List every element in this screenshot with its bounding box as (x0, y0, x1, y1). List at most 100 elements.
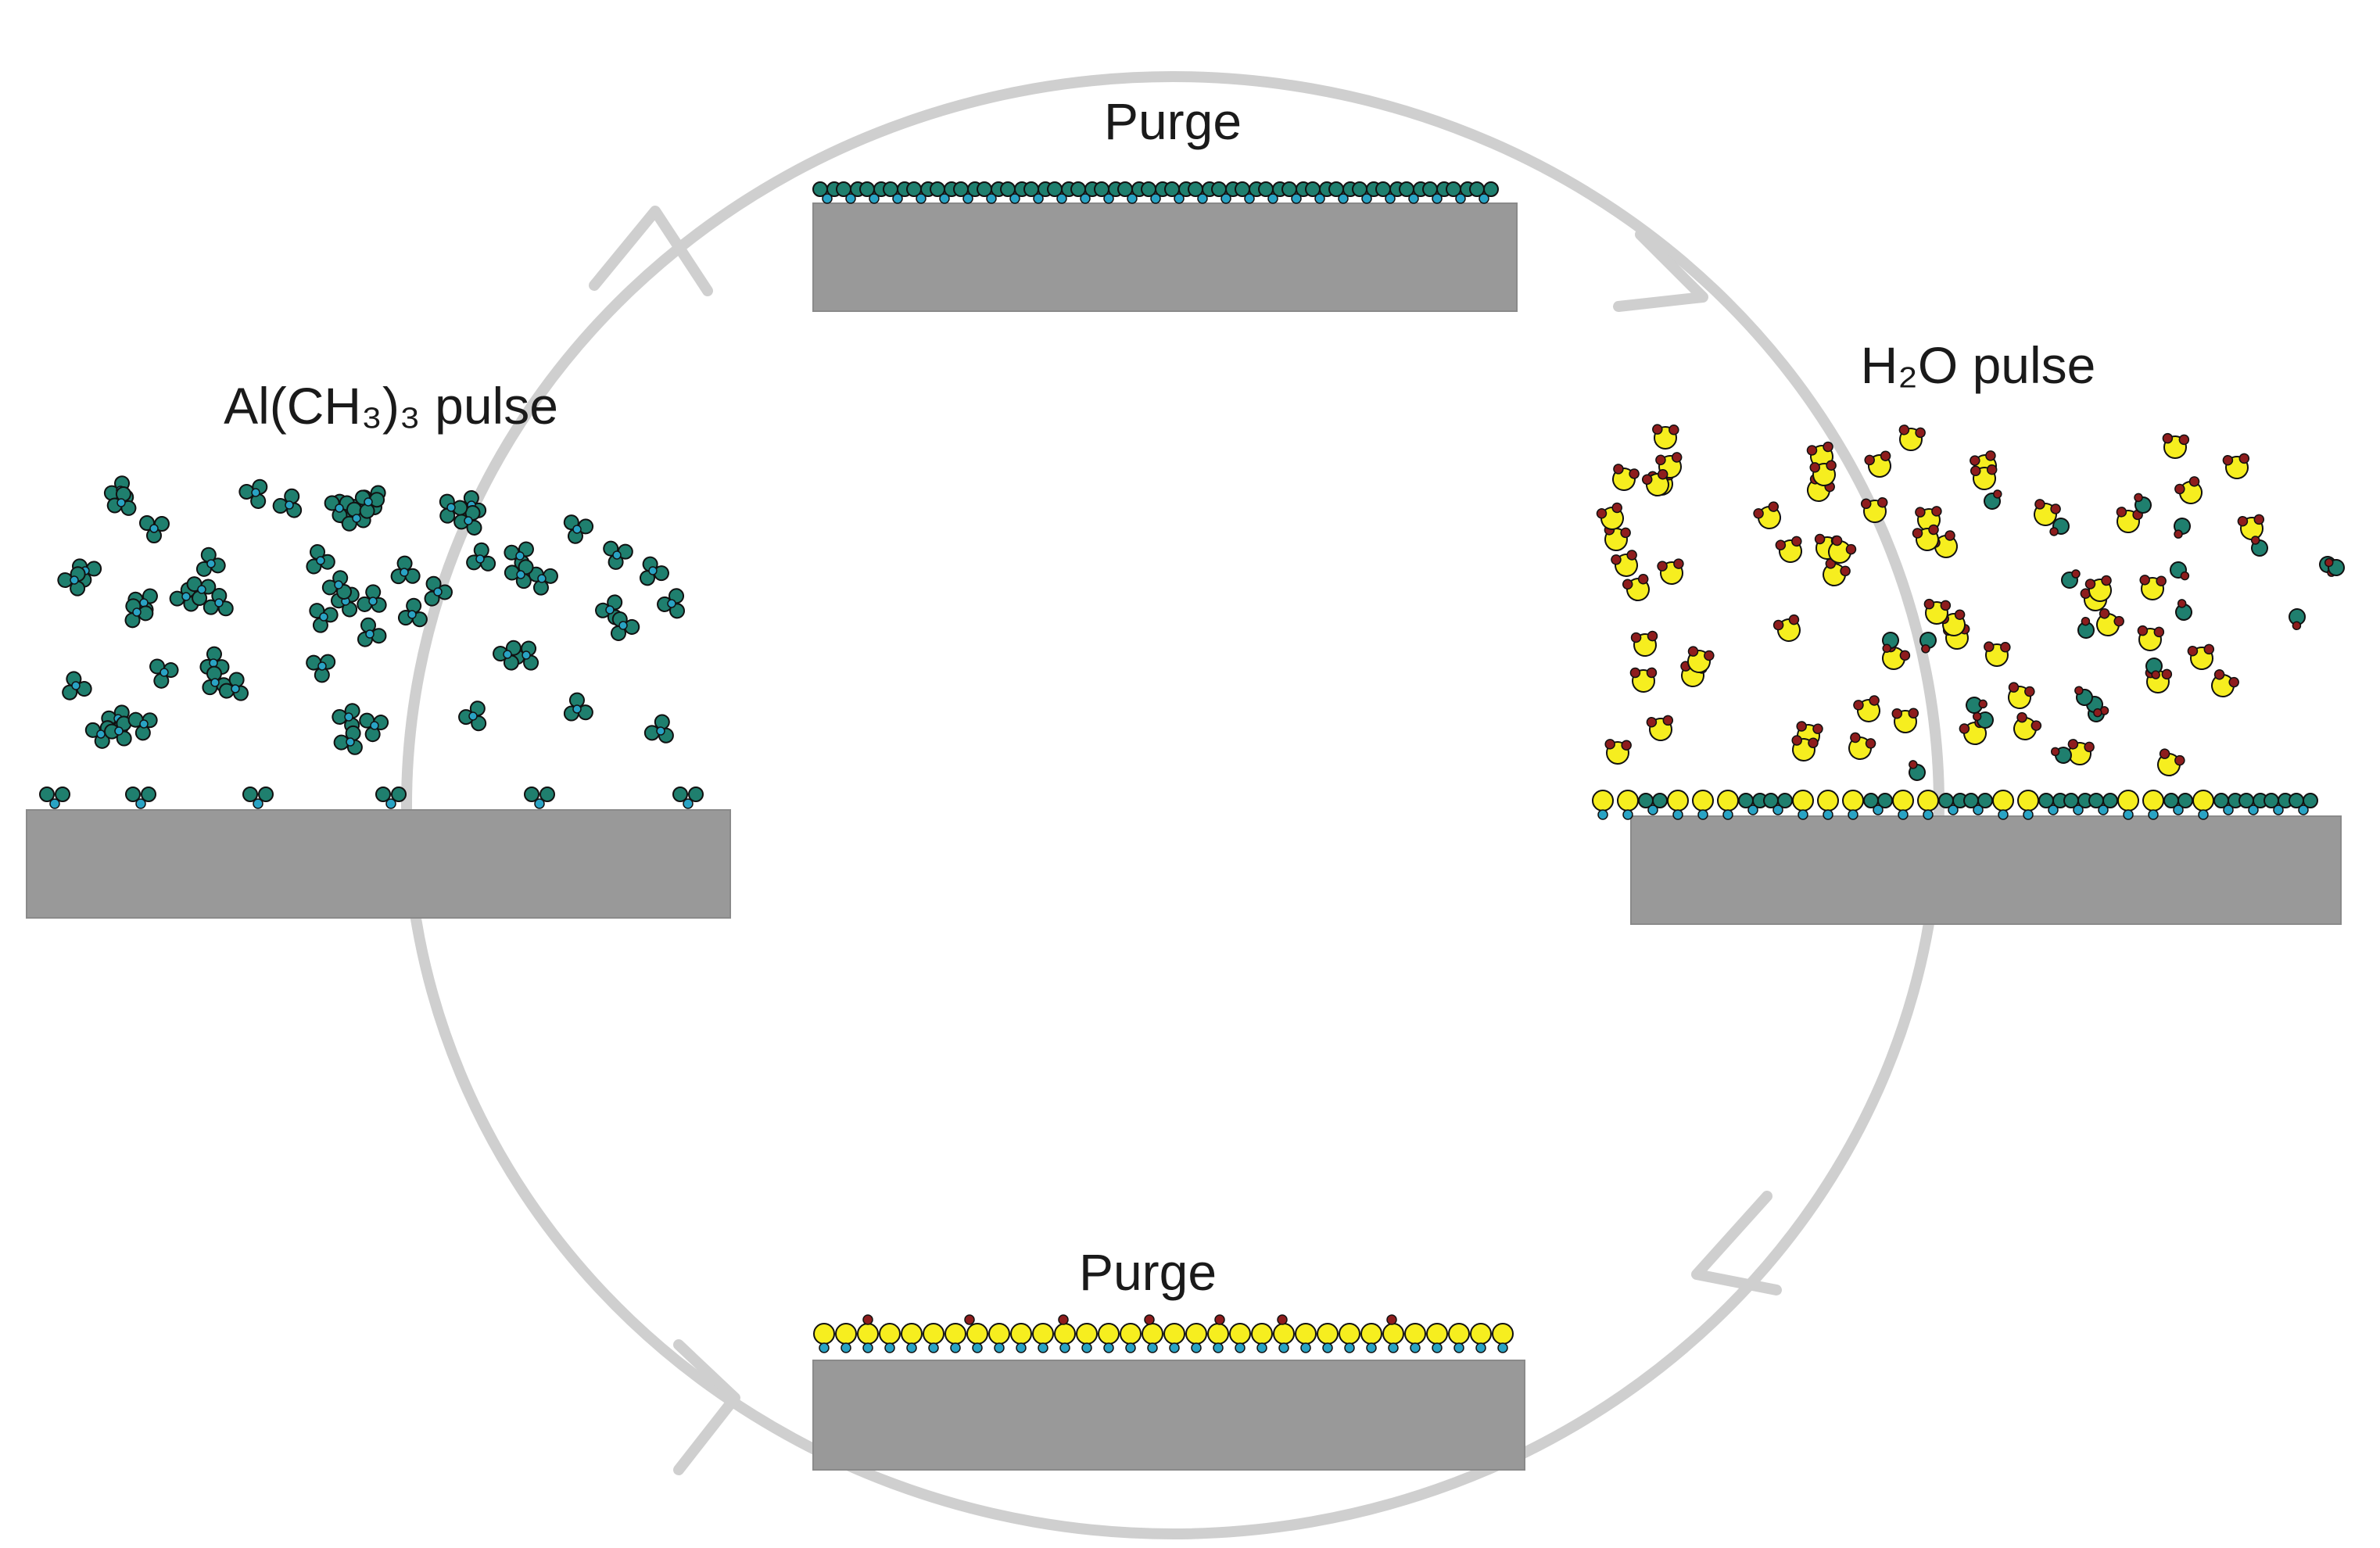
stage-left-tma-pulse: Al(CH₃)₃ pulse (26, 377, 731, 919)
surface-layer-left (39, 787, 704, 809)
adsorbed-precursor-molecule (1469, 181, 1499, 204)
water-molecule (1896, 424, 1927, 453)
surface-site-molecule (1963, 793, 1993, 815)
stage-bottom-purge: Purge (812, 1243, 1525, 1471)
stage-label-right: H₂O pulse (1861, 336, 2096, 394)
oxidized-surface-molecule (901, 1323, 923, 1353)
gas-molecules-right (1594, 423, 2346, 783)
surface-site-molecule (1842, 790, 1864, 820)
surface-site-molecule (2192, 790, 2214, 820)
surface-site-molecule (1738, 793, 1768, 815)
surface-site-molecule (1638, 793, 1668, 815)
oxidized-surface-molecule (1207, 1323, 1229, 1353)
methane-byproduct-molecule (2061, 569, 2081, 589)
substrate-left (26, 809, 731, 919)
tma-molecule (353, 581, 394, 622)
water-molecule (1609, 547, 1643, 581)
surface-layer-top (812, 181, 1499, 204)
tma-molecule (460, 539, 500, 580)
water-molecule (2161, 432, 2190, 460)
surface-site-molecule (1617, 790, 1639, 820)
hydroxyl-hydrogen-atom (1214, 1314, 1225, 1325)
surface-site-molecule (1892, 790, 1914, 820)
oxidized-surface-molecule (1076, 1323, 1098, 1353)
methane-byproduct-molecule (2072, 615, 2100, 643)
arrow-top-right-icon (1613, 229, 1708, 312)
tma-molecule (320, 566, 357, 601)
oxidized-surface-molecule (835, 1323, 857, 1353)
oxidized-surface-molecule (944, 1323, 966, 1353)
gas-molecules-left (54, 471, 686, 763)
tma-molecule (216, 668, 256, 710)
oxidized-surface-molecule (1382, 1323, 1404, 1353)
surface-site-molecule (2038, 793, 2068, 815)
tma-molecule (194, 545, 230, 582)
hydroxyl-hydrogen-atom (1277, 1314, 1288, 1325)
water-molecule (2236, 512, 2267, 543)
water-molecule (1620, 572, 1655, 605)
oxidized-surface-molecule (966, 1323, 988, 1353)
oxidized-surface-molecule (1251, 1323, 1273, 1353)
water-molecule (1629, 666, 1658, 693)
surface-layer-bottom (813, 1314, 1514, 1353)
methane-byproduct-molecule (2169, 561, 2190, 582)
surface-site-molecule (2117, 790, 2139, 820)
surface-layer-right (1592, 790, 2318, 820)
oxidized-surface-molecule (1317, 1323, 1339, 1353)
water-molecule (1656, 557, 1688, 587)
water-molecule (1862, 448, 1897, 482)
water-molecule (2172, 473, 2209, 510)
tma-molecule (356, 705, 395, 745)
oxidized-surface-molecule (1098, 1323, 1120, 1353)
surface-site-molecule (1667, 790, 1689, 820)
water-molecule (1629, 629, 1661, 659)
stage-label-bottom: Purge (1079, 1243, 1217, 1301)
surface-site-molecule (2264, 793, 2293, 815)
surface-site-molecule (1817, 790, 1839, 820)
hydroxyl-hydrogen-atom (964, 1314, 975, 1325)
adsorbed-precursor-molecule (39, 787, 70, 809)
water-molecule (2004, 681, 2037, 712)
tma-molecule (56, 667, 94, 703)
substrate-bottom (812, 1360, 1525, 1471)
stage-right-h2o-pulse: H₂O pulse (1592, 336, 2346, 925)
water-molecule (1789, 734, 1819, 763)
arrow-top-left-icon (589, 206, 713, 296)
hydroxyl-hydrogen-atom (1386, 1314, 1397, 1325)
tma-molecule (383, 553, 425, 593)
oxidized-surface-molecule (1032, 1323, 1054, 1353)
tma-molecule (633, 551, 672, 589)
surface-site-molecule (1863, 793, 1893, 815)
methane-byproduct-molecule (2169, 515, 2194, 540)
cycle-ring (401, 71, 1945, 1539)
oxidized-surface-molecule (1339, 1323, 1360, 1353)
surface-site-molecule (2088, 793, 2118, 815)
water-molecule (1891, 706, 1920, 735)
oxidized-surface-molecule (1163, 1323, 1185, 1353)
water-molecule (2136, 625, 2165, 652)
tma-molecule (456, 700, 489, 734)
arrow-bottom-left-icon (673, 1339, 740, 1475)
tma-molecule (556, 689, 597, 731)
oxidized-surface-molecule (857, 1323, 879, 1353)
oxidized-surface-molecule (1492, 1323, 1514, 1353)
surface-site-molecule (2063, 793, 2093, 815)
oxidized-surface-molecule (1054, 1323, 1076, 1353)
hydroxyl-hydrogen-atom (862, 1314, 873, 1325)
oxidized-surface-molecule (988, 1323, 1010, 1353)
adsorbed-precursor-molecule (524, 787, 555, 809)
tma-molecule (269, 485, 311, 526)
hydroxyl-hydrogen-atom (1058, 1314, 1069, 1325)
methane-byproduct-molecule (1904, 758, 1929, 783)
water-molecule (2206, 667, 2242, 702)
oxidized-surface-molecule (1229, 1323, 1251, 1353)
tma-molecule (349, 615, 390, 656)
surface-site-molecule (2238, 793, 2268, 815)
water-molecule (2152, 747, 2187, 781)
oxidized-surface-molecule (879, 1323, 901, 1353)
methane-byproduct-molecule (2283, 604, 2311, 632)
tma-molecule (491, 638, 522, 672)
oxidized-surface-molecule (1404, 1323, 1426, 1353)
surface-site-molecule (1992, 790, 2014, 820)
